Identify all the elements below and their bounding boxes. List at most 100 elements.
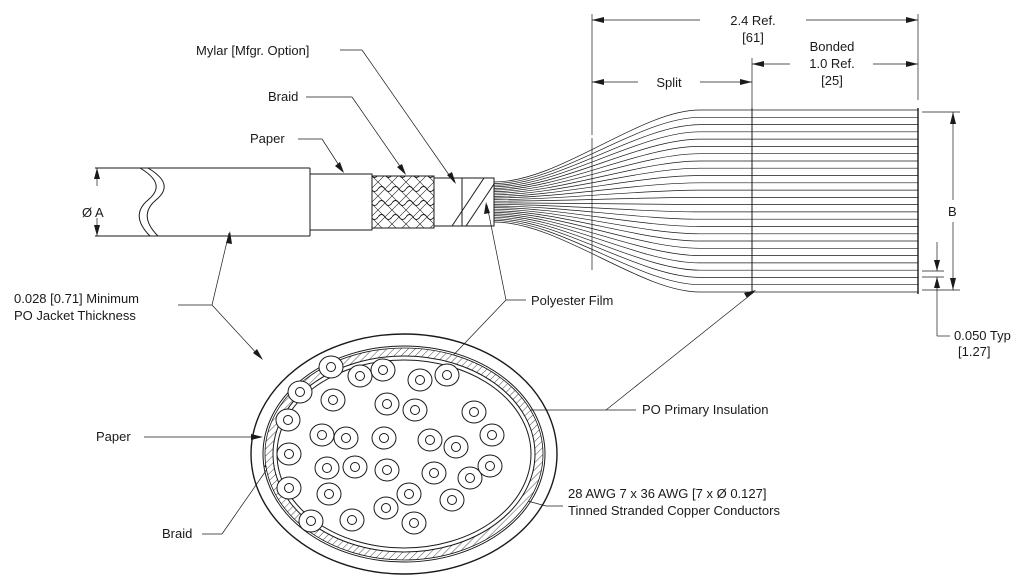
ribbon-conductor-line [493,175,918,197]
conductors-label-line1: 28 AWG 7 x 36 AWG [7 x Ø 0.127] [568,486,766,501]
ribbon-conductor-line [493,138,918,189]
conductor [316,482,342,506]
conductor [333,426,359,450]
ribbon-conductor-line [493,207,918,227]
ribbon-conductor-line [493,216,918,271]
ribbon-conductor-line [493,213,918,256]
ribbon-conductor-line [493,221,918,293]
braid-layer [371,175,435,229]
ribbon-conductor-line [493,208,918,235]
conductor [298,509,324,533]
primary-insulation-label: PO Primary Insulation [642,402,768,417]
ribbon-conductor-line [493,210,918,242]
cable-side-view [95,108,919,294]
ribbon-conductor-line [493,220,918,286]
dimension-b-label: B [948,204,957,219]
ribbon-conductor-line [493,197,918,202]
pitch-label-line2: [1.27] [958,344,991,359]
ribbon-conductor-line [493,167,918,196]
conductor [276,476,302,500]
conductor [370,358,396,382]
ribbon-conductor-line [493,182,918,199]
braid-section-label: Braid [162,526,192,541]
ribbon-conductor-line [493,189,918,200]
dimension-split-label: Split [656,75,682,90]
conductor [434,363,460,387]
dimension-pitch: 0.050 Typ [1.27] [922,242,1011,359]
callout-conductors: 28 AWG 7 x 36 AWG [7 x Ø 0.127] Tinned S… [446,479,780,518]
conductor [275,408,301,432]
ribbon-conductor-line [493,124,918,186]
conductor [342,455,368,479]
conductor [443,435,469,459]
ribbon-conductor-line [493,146,918,191]
ribbon-conductor-line [493,204,918,213]
dimension-bonded: Bonded 1.0 Ref. [25] [751,39,918,108]
jacket-outer [250,333,558,575]
jacket-label-line2: PO Jacket Thickness [14,308,136,323]
conductor [477,454,503,478]
conductor [396,482,422,506]
conductor [461,400,487,424]
conductor [371,426,397,450]
dimension-overall: 2.4 Ref. [61] [591,13,919,135]
conductor [276,442,302,466]
conductor [407,368,433,392]
dimension-overall-label: 2.4 Ref. [730,13,776,28]
ribbon-conductor-line [493,205,918,220]
conductor [347,364,373,388]
conductor-fanout [493,109,918,293]
jacket-inner [262,345,546,563]
ribbon-conductor-line [493,153,918,192]
conductor [417,428,443,452]
conductor [479,423,505,447]
ribbon-conductor-line [493,218,918,278]
paper-top-label: Paper [250,131,285,146]
jacket-label-line1: 0.028 [0.71] Minimum [14,291,139,306]
dimension-bonded-title: Bonded [810,39,855,54]
ribbon-conductor-line [493,116,918,184]
dimension-b: B [922,111,960,291]
ribbon-conductor-line [493,160,918,194]
ribbon-conductor-line [493,212,918,249]
conductor [314,456,340,480]
braid-top-label: Braid [268,89,298,104]
conductor [339,508,365,532]
conductor [320,388,346,412]
jacket-section [95,167,311,237]
callout-mylar: Mylar [Mfgr. Option] [196,43,456,184]
conductor [309,423,335,447]
dimension-overall-mm: [61] [742,30,764,45]
mylar-layer [433,177,495,227]
conductor [287,380,313,404]
conductor [374,392,400,416]
ribbon-conductor-line [493,109,918,183]
conductor [401,511,427,535]
mylar-label: Mylar [Mfgr. Option] [196,43,309,58]
paper-section-label: Paper [96,429,131,444]
conductor [457,466,483,490]
ribbon-bonded-section [751,108,919,294]
pitch-label-line1: 0.050 Typ [954,328,1011,343]
conductors-label-line2: Tinned Stranded Copper Conductors [568,503,780,518]
dimension-bonded-mm: [25] [821,73,843,88]
dimension-bonded-label: 1.0 Ref. [809,56,855,71]
ribbon-conductor-line [493,202,918,205]
conductor [439,488,465,512]
conductor-group [275,355,505,535]
callout-paper-top: Paper [250,131,344,173]
diameter-label: Ø A [82,205,104,220]
conductor [318,355,344,379]
conductor [421,461,447,485]
polyester-label: Polyester Film [531,293,613,308]
dimension-diameter: Ø A [82,168,104,236]
callout-braid-top: Braid [268,89,406,175]
callout-braid-section: Braid [162,459,274,541]
dimension-split: Split [592,75,752,90]
conductor [373,496,399,520]
conductor [402,398,428,422]
callout-jacket: 0.028 [0.71] Minimum PO Jacket Thickness [14,231,263,360]
paper-layer [309,173,373,231]
ribbon-conductor-line [493,215,918,264]
